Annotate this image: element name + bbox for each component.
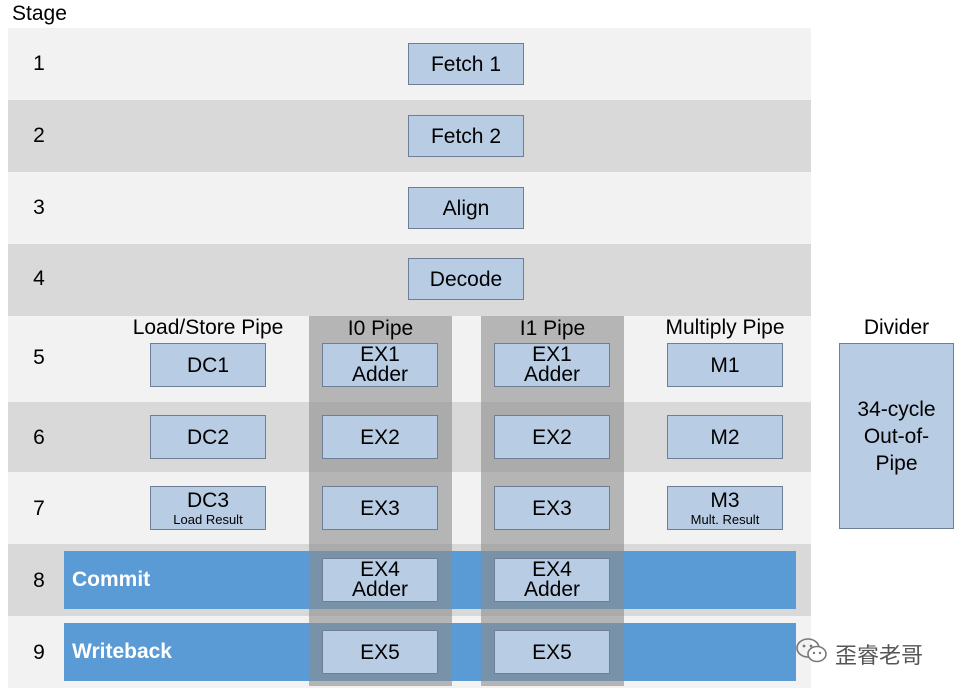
stage-number: 3 [33,196,45,219]
i0-ex4-label: EX4 [360,558,400,581]
i0-ex4-adder-label: Adder [351,578,409,601]
watermark-text: 歪睿老哥 [835,643,924,668]
stage-number: 2 [33,124,45,147]
stage-header: Stage [12,2,67,25]
i0-ex2-box: EX2 [322,415,438,459]
divider-box: 34-cycle Out-of-Pipe [839,343,954,529]
i1-ex2-box: EX2 [494,415,610,459]
load-store-pipe-title: Load/Store Pipe [132,316,284,339]
i0-ex1-adder-label: Adder [351,363,409,386]
stage-number: 5 [33,346,45,369]
i0-ex5-box: EX5 [322,630,438,674]
dc3-sublabel: Load Result [173,511,243,527]
stage-number: 6 [33,426,45,449]
i1-ex4-box: EX4 Adder [494,558,610,602]
divider-title: Divider [863,316,930,339]
i0-pipe-title: I0 Pipe [347,317,414,340]
i1-ex4-adder-label: Adder [523,578,581,601]
fetch2-box: Fetch 2 [408,115,524,157]
stage-number: 4 [33,267,45,290]
i0-ex3-box: EX3 [322,486,438,530]
dc3-label: DC3 [186,488,229,512]
stage-number: 1 [33,52,45,75]
m3-box: M3 Mult. Result [667,486,783,530]
fetch1-box: Fetch 1 [408,43,524,85]
m3-sublabel: Mult. Result [690,511,760,527]
stage-number: 9 [33,641,45,664]
i1-ex1-adder-label: Adder [523,363,581,386]
i1-ex3-box: EX3 [494,486,610,530]
dc2-box: DC2 [150,415,266,459]
align-box: Align [408,187,524,229]
m2-box: M2 [667,415,783,459]
writeback-label: Writeback [72,640,172,663]
i1-ex1-box: EX1 Adder [494,343,610,387]
i0-ex4-box: EX4 Adder [322,558,438,602]
m3-label: M3 [710,488,740,512]
i1-pipe-title: I1 Pipe [519,317,586,340]
stage-number: 8 [33,569,45,592]
decode-box: Decode [408,258,524,300]
multiply-pipe-title: Multiply Pipe [665,316,785,339]
wechat-icon [795,636,829,672]
dc3-box: DC3 Load Result [150,486,266,530]
i0-ex1-label: EX1 [360,343,400,366]
m1-box: M1 [667,343,783,387]
i1-ex1-label: EX1 [532,343,572,366]
dc1-box: DC1 [150,343,266,387]
i1-ex5-box: EX5 [494,630,610,674]
i0-ex1-box: EX1 Adder [322,343,438,387]
commit-label: Commit [72,568,151,591]
i1-ex4-label: EX4 [532,558,572,581]
watermark: 歪睿老哥 [795,636,923,672]
stage-number: 7 [33,497,45,520]
